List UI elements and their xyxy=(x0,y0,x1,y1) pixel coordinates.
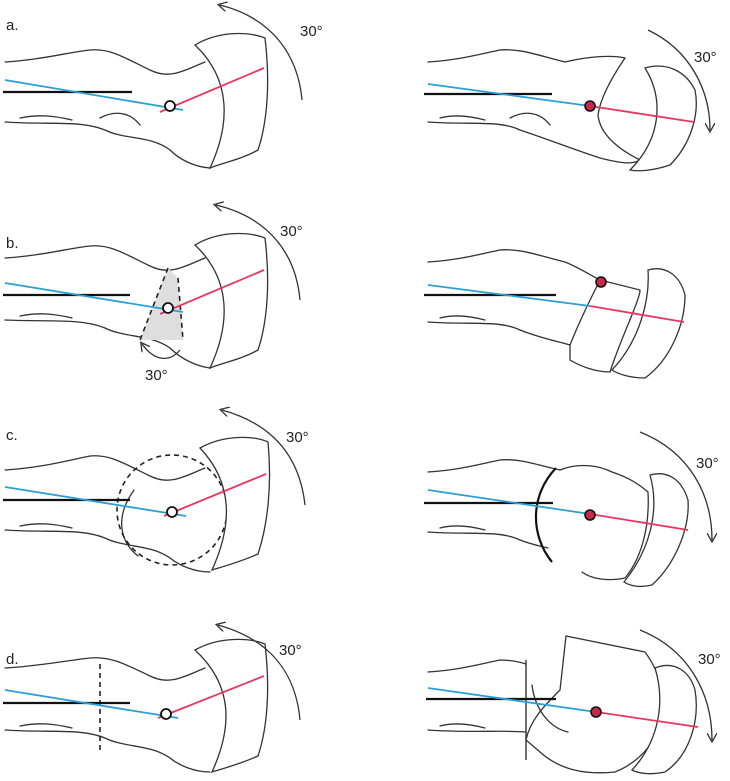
panel-b-label: b. xyxy=(6,235,19,252)
panel-b: b. 30° 30° xyxy=(3,205,686,384)
panel-d-left-pivot xyxy=(160,708,172,720)
panel-a-left-cup xyxy=(193,32,269,170)
panel-c-right-pivot xyxy=(584,509,596,521)
panel-d-left-rotation-arrow xyxy=(218,625,301,721)
panel-a-right-rotation-arrow xyxy=(647,29,710,130)
panel-a-label: a. xyxy=(6,17,19,34)
panel-c-left-rotation-arrow xyxy=(222,410,306,506)
panel-a-right-cup xyxy=(628,65,697,172)
panel-a-left-head-axis xyxy=(159,67,265,113)
panel-b-right-femur xyxy=(424,249,686,379)
panel-b-wedge xyxy=(140,268,183,340)
panel-c: c. 30° xyxy=(3,410,719,588)
panel-b-left-neck-axis xyxy=(4,282,184,313)
panel-a-left-angle: 30° xyxy=(300,23,323,40)
panel-a-left-neck-axis xyxy=(4,79,184,111)
panel-d-left-femur: 30° xyxy=(3,625,302,774)
panel-d-right-pivot xyxy=(590,706,602,718)
panel-c-left-angle: 30° xyxy=(286,429,309,446)
panel-a-right-neck-axis xyxy=(427,83,591,107)
panel-d-right-rotation-arrow xyxy=(639,629,712,740)
panel-a-right-head-axis xyxy=(589,105,695,123)
panel-c-right-cup xyxy=(623,473,689,588)
panel-b-right-cup xyxy=(611,268,686,379)
panel-c-dome-edge xyxy=(534,467,557,563)
panel-b-left-angle: 30° xyxy=(280,223,303,240)
panel-d: d. 30° xyxy=(3,625,721,775)
panel-b-right-pivot xyxy=(595,276,607,288)
panel-b-wedge-arrow xyxy=(142,344,181,359)
panel-b-cut-line-2 xyxy=(177,277,184,341)
panel-d-right-femur: 30° xyxy=(426,629,721,775)
panel-d-left-neck-axis xyxy=(4,689,179,719)
panel-b-left-rotation-arrow xyxy=(216,205,301,301)
panel-b-left-pivot xyxy=(162,302,174,314)
panel-b-left-head-axis xyxy=(159,269,265,315)
panel-d-label: d. xyxy=(6,651,19,668)
panel-a: a. 30° 30° xyxy=(3,5,717,172)
panel-a-right-femur: 30° xyxy=(424,29,717,172)
panel-c-left-head-axis xyxy=(163,473,267,517)
panel-b-left-femur: 30° 30° xyxy=(3,205,303,384)
panel-a-right-pivot xyxy=(584,100,596,112)
panel-b-right-neck-axis xyxy=(427,284,591,307)
panel-c-right-neck-axis xyxy=(427,489,591,515)
panel-c-right-angle: 30° xyxy=(696,455,719,472)
panel-d-right-head-axis xyxy=(595,711,699,728)
panel-c-left-femur: 30° xyxy=(3,410,309,573)
panel-d-right-neck-axis xyxy=(427,687,597,713)
panel-d-left-cup xyxy=(193,638,269,774)
panel-a-left-rotation-arrow xyxy=(220,5,303,101)
panel-b-wedge-angle: 30° xyxy=(145,367,168,384)
panel-b-right-head-axis xyxy=(589,305,685,323)
panel-b-left-cup xyxy=(193,232,269,370)
panel-b-cut-line-1 xyxy=(139,267,169,341)
panel-d-left-head-axis xyxy=(157,675,265,719)
panel-c-right-head-axis xyxy=(589,513,689,531)
panel-d-left-angle: 30° xyxy=(279,642,302,659)
panel-c-right-rotation-arrow xyxy=(639,431,712,540)
panel-a-right-angle: 30° xyxy=(694,49,717,66)
panel-c-left-cup xyxy=(198,436,271,572)
panel-c-left-pivot xyxy=(166,506,178,518)
panel-d-right-angle: 30° xyxy=(698,651,721,668)
panel-c-left-neck-axis xyxy=(4,486,187,517)
panel-a-left-femur: 30° xyxy=(3,5,323,170)
panel-a-left-pivot xyxy=(164,100,176,112)
panel-c-label: c. xyxy=(6,427,18,444)
panel-c-right-femur: 30° xyxy=(424,431,719,588)
panel-d-right-cup xyxy=(630,664,697,775)
